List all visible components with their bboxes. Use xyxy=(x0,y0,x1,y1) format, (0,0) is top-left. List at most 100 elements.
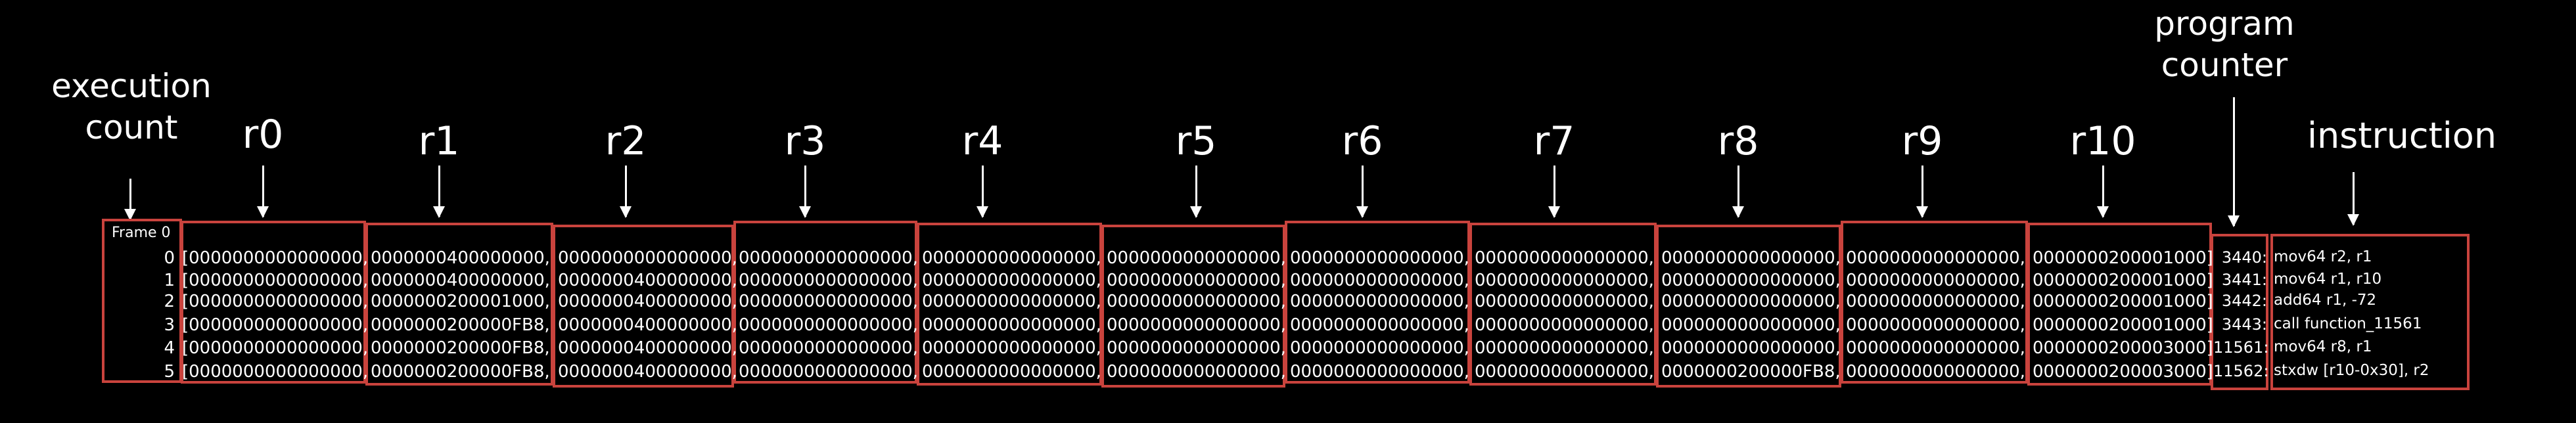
register-value-r10: 0000000200001000] xyxy=(2033,248,2213,268)
register-value-r8: 0000000000000000, xyxy=(1661,338,1841,358)
register-value-r1: 0000000400000000, xyxy=(371,248,550,268)
register-value-r4: 0000000000000000, xyxy=(922,271,1101,290)
register-value-r8: 0000000200000FB8, xyxy=(1661,362,1841,382)
register-arrow-icon xyxy=(1916,166,1928,218)
register-value-r7: 0000000000000000, xyxy=(1475,271,1654,290)
frame-label: Frame 0 xyxy=(112,225,171,241)
register-arrow-icon xyxy=(620,166,632,218)
register-value-r5: 0000000000000000, xyxy=(1107,271,1286,290)
execution-count-value: 4 xyxy=(164,338,175,358)
program-counter-value: 3442: xyxy=(2221,292,2267,310)
register-value-r9: 0000000000000000, xyxy=(1846,338,2025,358)
register-box-r6 xyxy=(1285,221,1470,384)
register-value-r10: 0000000200001000] xyxy=(2033,271,2213,290)
register-value-r0: [0000000000000000, xyxy=(182,315,369,335)
program-counter-value: 11562: xyxy=(2213,362,2269,380)
register-value-r0: [0000000000000000, xyxy=(182,248,369,268)
register-value-r0: [0000000000000000, xyxy=(182,338,369,358)
program-counter-label-line2: counter xyxy=(2161,45,2288,84)
register-value-r4: 0000000000000000, xyxy=(922,315,1101,335)
register-value-r6: 0000000000000000, xyxy=(1290,362,1469,382)
register-value-r10: 0000000200001000] xyxy=(2033,315,2213,335)
register-arrow-icon xyxy=(799,166,811,218)
register-box-r0 xyxy=(181,221,366,384)
register-label-r3: r3 xyxy=(784,118,826,164)
register-value-r6: 0000000000000000, xyxy=(1290,292,1469,311)
register-value-r0: [0000000000000000, xyxy=(182,292,369,311)
register-value-r6: 0000000000000000, xyxy=(1290,315,1469,335)
register-value-r10: 0000000200003000] xyxy=(2033,362,2213,382)
register-value-r5: 0000000000000000, xyxy=(1107,338,1286,358)
register-value-r2: 0000000400000000, xyxy=(558,315,737,335)
register-value-r9: 0000000000000000, xyxy=(1846,248,2025,268)
register-value-r2: 0000000400000000, xyxy=(558,362,737,382)
register-value-r1: 0000000200000FB8, xyxy=(371,315,550,335)
register-value-r5: 0000000000000000, xyxy=(1107,315,1286,335)
register-value-r2: 0000000400000000, xyxy=(558,338,737,358)
register-box-r2 xyxy=(553,225,734,388)
register-value-r7: 0000000000000000, xyxy=(1475,338,1654,358)
register-value-r5: 0000000000000000, xyxy=(1107,248,1286,268)
register-box-r1 xyxy=(365,223,553,386)
register-box-r9 xyxy=(1841,221,2028,384)
register-value-r6: 0000000000000000, xyxy=(1290,248,1469,268)
register-value-r2: 0000000400000000, xyxy=(558,292,737,311)
instruction-text: mov64 r2, r1 xyxy=(2274,248,2372,265)
instruction-arrow-icon xyxy=(2347,172,2359,226)
program-counter-value: 11561: xyxy=(2213,338,2269,357)
register-box-r5 xyxy=(1101,225,1285,388)
execution-count-value: 5 xyxy=(164,362,175,382)
instruction-label: instruction xyxy=(2307,115,2497,156)
instruction-text: call function_11561 xyxy=(2274,315,2422,332)
register-value-r4: 0000000000000000, xyxy=(922,338,1101,358)
execution-count-value: 1 xyxy=(164,271,175,290)
register-value-r1: 0000000200000FB8, xyxy=(371,338,550,358)
execution-count-arrow-icon xyxy=(124,179,136,221)
register-box-r8 xyxy=(1656,225,1841,388)
register-label-r6: r6 xyxy=(1341,118,1383,164)
instruction-text: mov64 r1, r10 xyxy=(2274,271,2382,288)
program-counter-value: 3443: xyxy=(2221,315,2267,334)
register-value-r5: 0000000000000000, xyxy=(1107,362,1286,382)
register-value-r3: 0000000000000000, xyxy=(739,315,918,335)
register-value-r0: [0000000000000000, xyxy=(182,362,369,382)
program-counter-box xyxy=(2211,234,2268,390)
register-box-r7 xyxy=(1469,223,1657,386)
register-value-r8: 0000000000000000, xyxy=(1661,271,1841,290)
register-value-r4: 0000000000000000, xyxy=(922,292,1101,311)
register-value-r1: 0000000200000FB8, xyxy=(371,362,550,382)
register-value-r9: 0000000000000000, xyxy=(1846,292,2025,311)
execution-count-value: 0 xyxy=(164,248,175,268)
register-value-r4: 0000000000000000, xyxy=(922,248,1101,268)
execution-count-label: execution count xyxy=(36,66,227,148)
register-box-r4 xyxy=(917,223,1102,386)
register-label-r10: r10 xyxy=(2069,118,2136,164)
register-value-r8: 0000000000000000, xyxy=(1661,248,1841,268)
register-value-r9: 0000000000000000, xyxy=(1846,362,2025,382)
register-label-r5: r5 xyxy=(1175,118,1217,164)
register-value-r10: 0000000200003000] xyxy=(2033,338,2213,358)
register-value-r6: 0000000000000000, xyxy=(1290,338,1469,358)
execution-count-label-line2: count xyxy=(85,108,178,146)
register-label-r1: r1 xyxy=(418,118,460,164)
register-value-r2: 0000000000000000, xyxy=(558,248,737,268)
register-arrow-icon xyxy=(1356,166,1368,218)
execution-count-label-line1: execution xyxy=(51,67,212,105)
register-label-r2: r2 xyxy=(605,118,647,164)
register-value-r10: 0000000200001000] xyxy=(2033,292,2213,311)
register-value-r8: 0000000000000000, xyxy=(1661,292,1841,311)
program-counter-value: 3440: xyxy=(2221,248,2267,267)
instruction-text: add64 r1, -72 xyxy=(2274,292,2377,309)
register-value-r9: 0000000000000000, xyxy=(1846,271,2025,290)
register-value-r1: 0000000400000000, xyxy=(371,271,550,290)
program-counter-arrow-icon xyxy=(2228,97,2240,227)
register-arrow-icon xyxy=(1548,166,1560,218)
register-arrow-icon xyxy=(433,166,445,218)
register-label-r9: r9 xyxy=(1901,118,1943,164)
register-value-r7: 0000000000000000, xyxy=(1475,292,1654,311)
execution-count-value: 2 xyxy=(164,292,175,311)
program-counter-label: program counter xyxy=(2142,3,2307,85)
register-value-r9: 0000000000000000, xyxy=(1846,315,2025,335)
register-arrow-icon xyxy=(1190,166,1202,218)
register-value-r1: 0000000200001000, xyxy=(371,292,550,311)
